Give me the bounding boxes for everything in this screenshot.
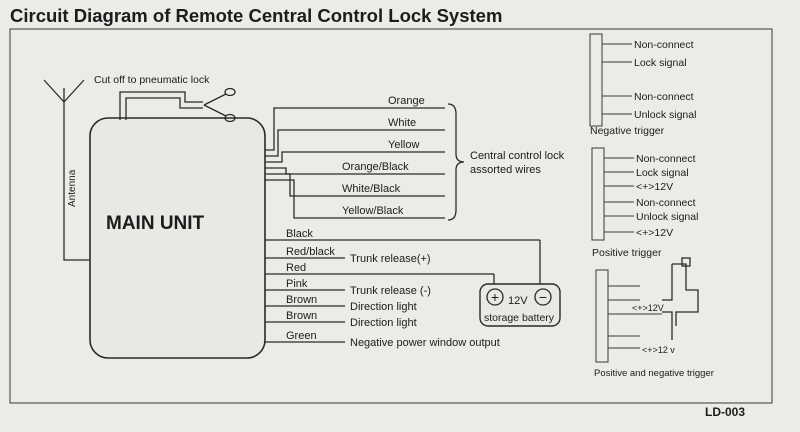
trigger-line-label: <+>12 v [642,345,675,355]
trigger-line-label: <+>12V [636,181,673,193]
main-unit-box [89,117,266,359]
lower-wire-function: Trunk release(+) [350,253,431,265]
antenna-icon [43,79,90,261]
pos-neg-trigger-lines: <+>12V <+>12 v [608,303,675,355]
pneumatic-label: Cut off to pneumatic lock [94,74,210,86]
lower-wire-function: Direction light [350,301,417,313]
trigger-line-label: Unlock signal [636,211,698,223]
central-lock-wire-label: White [388,117,416,129]
lower-wire-label: Brown [286,294,317,306]
trigger-line-label: Non-connect [634,91,694,103]
pneumatic-wire [119,91,203,120]
central-lock-wire-label: White/Black [342,183,401,195]
trigger-line-label: Lock signal [634,57,687,69]
lower-wire-label: Red [286,262,306,274]
lower-wire-label: Red/black [286,246,335,258]
central-lock-wire [265,151,445,163]
central-lock-wire [265,173,445,197]
central-lock-wires: OrangeWhiteYellowOrange/BlackWhite/Black… [265,95,445,219]
wires-brace [447,103,465,221]
model-code: LD-003 [705,405,745,419]
battery-voltage: 12V [508,295,528,307]
central-lock-wire-label: Orange/Black [342,161,409,173]
diagram-frame [9,28,773,404]
lower-wire-function: Trunk release (-) [350,285,431,297]
battery-box [479,283,561,327]
battery-minus: − [539,289,547,305]
trigger-line-label: Lock signal [636,167,689,179]
trigger-line-label: Non-connect [634,39,694,51]
lower-wire-label: Brown [286,310,317,322]
pos-neg-trigger-connector [595,269,640,363]
lower-wire-label: Black [286,228,313,240]
lower-wire-label: Green [286,330,317,342]
battery-plus-icon [486,288,504,306]
central-lock-label-line1: Central control lock [470,150,565,162]
lower-wire-function: Direction light [350,317,417,329]
diagram-title: Circuit Diagram of Remote Central Contro… [10,5,502,26]
trigger-line-label: Unlock signal [634,109,696,121]
pos-neg-trigger-title: Positive and negative trigger [594,368,714,379]
central-lock-wire [265,129,445,157]
battery-minus-icon [534,288,552,306]
central-lock-wire [265,167,445,175]
negative-trigger-title: Negative trigger [590,125,665,137]
lower-wire-function: Negative power window output [350,337,500,349]
trigger-line-label: <+>12V [636,227,673,239]
central-lock-wire-label: Orange [388,95,425,107]
positive-trigger-title: Positive trigger [592,247,662,259]
lower-wire-label: Pink [286,278,308,290]
scissors-icon [203,87,236,123]
positive-trigger-connector [591,147,605,241]
antenna-label: Antenna [67,169,78,207]
main-unit-label: MAIN UNIT [106,213,205,234]
trigger-line-label: Non-connect [636,197,696,209]
battery-plus: + [491,289,499,305]
central-lock-wire [265,179,445,219]
trigger-line-label: <+>12V [632,303,664,313]
trigger-line-label: Non-connect [636,153,696,165]
central-lock-label-line2: assorted wires [470,164,541,176]
relay-switch-icon [662,257,699,340]
central-lock-wire [265,107,445,151]
central-lock-wire-label: Yellow [388,139,419,151]
negative-trigger-connector [589,33,603,127]
battery-label: storage battery [484,312,555,324]
central-lock-wire-label: Yellow/Black [342,205,404,217]
